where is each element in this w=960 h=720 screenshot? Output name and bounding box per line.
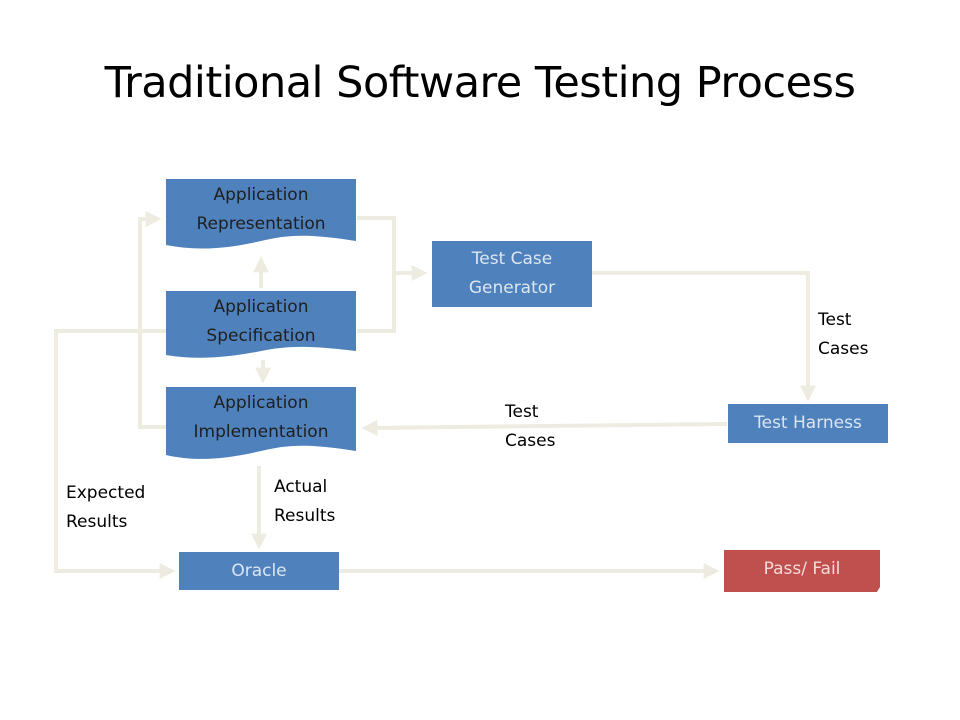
connector-representation-to-generator [357, 216, 428, 281]
connector-implementation-to-representation [138, 211, 166, 429]
application-implementation-label: Application Implementation [193, 393, 329, 442]
connector-generator-to-harness [592, 271, 816, 402]
test-cases-label-middle: Test Cases [505, 402, 556, 451]
page-title: Traditional Software Testing Process [104, 58, 856, 108]
oracle-node: Oracle [179, 552, 339, 590]
application-implementation-node: Application Implementation [166, 387, 356, 467]
test-harness-node: Test Harness [728, 404, 888, 443]
document-shape-icon [166, 291, 356, 358]
application-representation-label: Application Representation [196, 185, 326, 234]
connector-harness-to-implementation [361, 419, 728, 436]
document-shape-icon [166, 387, 356, 459]
application-representation-node: Application Representation [166, 179, 356, 259]
pass-fail-node: Pass/ Fail [724, 550, 880, 592]
connector-specification-to-oracle [54, 329, 176, 579]
test-cases-label-right: Test Cases [818, 310, 869, 359]
expected-results-label: Expected Results [66, 483, 146, 532]
application-specification-label: Application Specification [206, 297, 316, 346]
document-shape-icon [166, 179, 356, 249]
test-case-generator-node: Test Case Generator [432, 241, 592, 307]
application-specification-node: Application Specification [166, 291, 356, 363]
connector-specification-to-generator [357, 273, 396, 333]
actual-results-label: Actual Results [274, 477, 336, 526]
